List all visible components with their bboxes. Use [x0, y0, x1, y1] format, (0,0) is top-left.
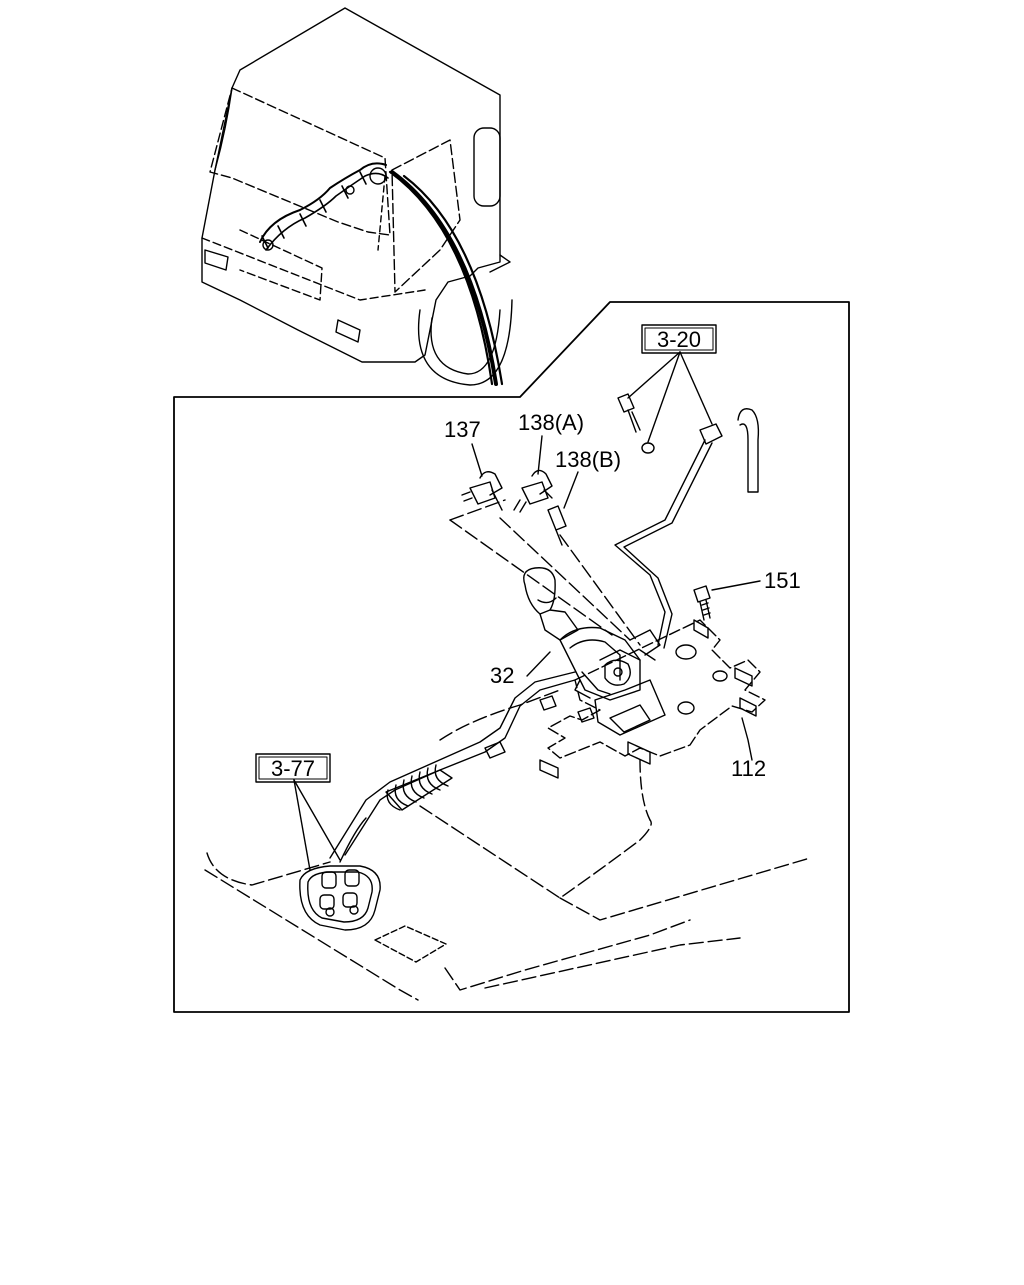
elbow-fitting-138a — [513, 469, 553, 513]
label-138a: 138(A) — [518, 410, 584, 435]
straight-fitting-138b — [547, 505, 567, 546]
bolt-151 — [693, 585, 711, 621]
reference-3-77[interactable]: 3-77 — [255, 753, 331, 783]
reference-3-20[interactable]: 3-20 — [641, 324, 717, 354]
floor-panel — [204, 689, 811, 1001]
label-151: 151 — [764, 568, 801, 593]
label-137: 137 — [444, 417, 481, 442]
air-pipes — [329, 408, 760, 863]
shift-cylinder-assembly — [523, 567, 661, 701]
floor-fitting — [299, 865, 381, 931]
detail-frame — [173, 301, 850, 1013]
label-112: 112 — [731, 756, 766, 781]
label-32: 32 — [490, 663, 514, 688]
callout-labels: 137 138(A) 138(B) 151 32 112 — [444, 410, 801, 781]
truck-cab-illustration — [201, 7, 513, 386]
reference-3-77-label: 3-77 — [271, 756, 315, 781]
mounting-bracket — [539, 619, 766, 779]
corrugated-hose-boot — [385, 764, 453, 811]
reference-3-20-label: 3-20 — [657, 327, 701, 352]
callout-leaders — [293, 351, 761, 871]
bolt-3-20 — [617, 393, 655, 454]
elbow-fitting-137 — [461, 471, 503, 511]
label-138b: 138(B) — [555, 447, 621, 472]
